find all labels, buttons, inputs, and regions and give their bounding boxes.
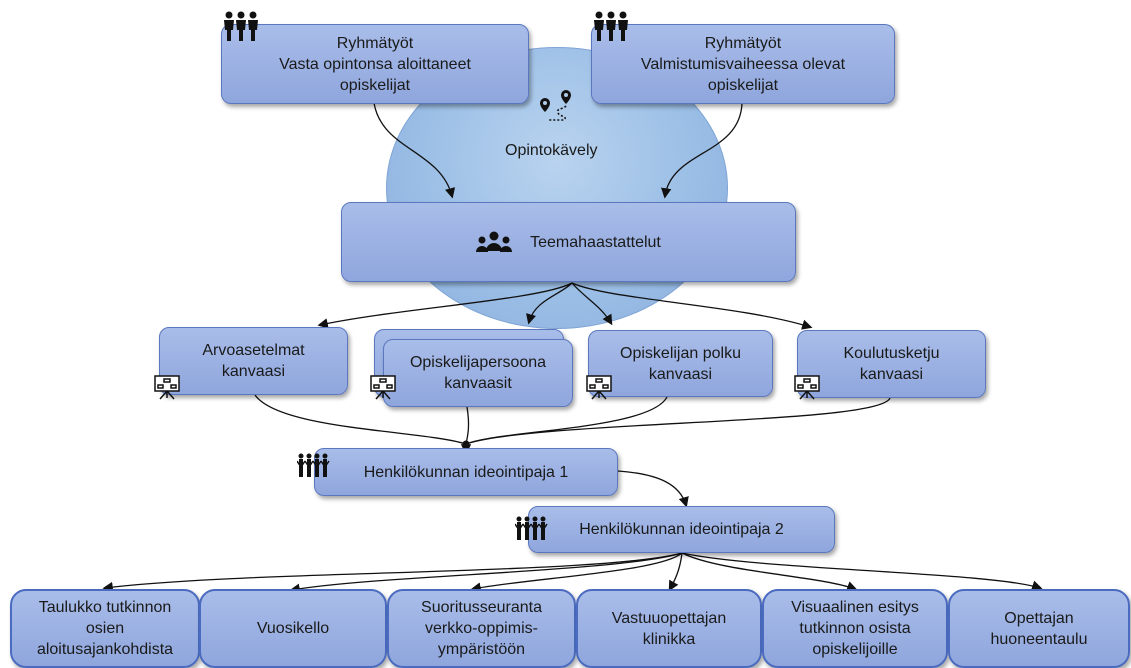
edge-group2-interviews — [661, 102, 743, 199]
staff-workshop-1: Henkilökunnan ideointipaja 1 — [314, 448, 618, 496]
output-schedule-table-label: Taulukko tutkinnon osien aloitusajankohd… — [36, 599, 174, 658]
output-teacher-clinic-label: Vastuuopettajan klinikka — [611, 609, 727, 648]
canvas-student-persona-label: Opiskelijapersoona kanvaasit — [409, 354, 547, 392]
output-progress-tracking-label: Suoritusseuranta verkko-oppimis- ympäris… — [421, 599, 542, 658]
output-teacher-clinic: Vastuuopettajan klinikka — [576, 589, 762, 668]
study-walk-label: Opintokävely — [505, 142, 598, 159]
output-progress-tracking: Suoritusseuranta verkko-oppimis- ympäris… — [387, 589, 576, 668]
output-visual-presentation-label: Visuaalinen esitys tutkinnon osista opis… — [791, 599, 919, 658]
route-map-icon — [540, 90, 571, 121]
groupwork-new-students-label: Ryhmätyöt Vasta opintonsa aloittaneet op… — [279, 34, 471, 94]
edge-interviews-canvas4 — [571, 282, 813, 330]
edge-canvas4-workshop1 — [465, 397, 891, 445]
canvas-value-proposition-label: Arvoasetelmat kanvaasi — [202, 342, 305, 380]
people-meeting-icon — [476, 231, 513, 252]
staff-workshop-2: Henkilökunnan ideointipaja 2 — [528, 506, 835, 553]
edge-canvas2-workshop1 — [465, 406, 470, 445]
canvas-student-path: Opiskelijan polku kanvaasi — [588, 330, 773, 397]
merge-dot — [462, 440, 470, 448]
edge-interviews-canvas3 — [571, 282, 613, 326]
crowd-icon — [515, 516, 548, 540]
canvas-education-chain-label: Koulutusketju kanvaasi — [843, 345, 940, 383]
interviews-label: Teemahaastattelut — [530, 233, 661, 251]
groupwork-new-students: Ryhmätyöt Vasta opintonsa aloittaneet op… — [221, 24, 529, 104]
edge-workshop2-output2 — [289, 552, 683, 594]
people-group-icon — [594, 11, 628, 41]
edge-workshop2-output5 — [681, 552, 858, 592]
edge-group1-interviews — [373, 102, 456, 199]
groupwork-graduating-students-label: Ryhmätyöt Valmistumisvaiheessa olevat op… — [640, 34, 846, 94]
groupwork-graduating-students: Ryhmätyöt Valmistumisvaiheessa olevat op… — [591, 24, 895, 104]
canvas-value-proposition: Arvoasetelmat kanvaasi — [159, 327, 348, 395]
output-teacher-wall-chart-label: Opettajan huoneentaulu — [990, 609, 1088, 648]
edge-interviews-canvas2 — [526, 282, 573, 325]
edge-interviews-canvas1 — [317, 282, 573, 329]
interviews-box: Teemahaastattelut — [341, 202, 796, 282]
edge-workshop2-output6 — [681, 552, 1043, 591]
edge-workshop2-output1 — [102, 552, 683, 593]
staff-workshop-2-label: Henkilökunnan ideointipaja 2 — [579, 521, 784, 538]
people-group-icon — [224, 11, 258, 41]
presentation-board-icon — [794, 375, 820, 400]
staff-workshop-1-label: Henkilökunnan ideointipaja 1 — [363, 463, 569, 481]
canvas-education-chain: Koulutusketju kanvaasi — [797, 330, 986, 398]
canvas-student-persona: Opiskelijapersoona kanvaasit — [383, 339, 573, 407]
presentation-board-icon — [154, 375, 180, 400]
output-visual-presentation: Visuaalinen esitys tutkinnon osista opis… — [762, 589, 948, 668]
output-schedule-table: Taulukko tutkinnon osien aloitusajankohd… — [10, 589, 200, 668]
presentation-board-icon — [586, 375, 612, 400]
output-annual-clock-label: Vuosikello — [256, 620, 330, 637]
edge-canvas1-workshop1 — [254, 394, 467, 445]
canvas-student-path-label: Opiskelijan polku kanvaasi — [620, 344, 741, 383]
edge-workshop2-output4 — [668, 552, 683, 592]
presentation-board-icon — [370, 375, 396, 400]
edge-workshop2-output3 — [470, 552, 683, 593]
output-teacher-wall-chart: Opettajan huoneentaulu — [948, 589, 1130, 668]
edge-workshop1-workshop2 — [617, 470, 689, 508]
crowd-icon — [297, 453, 330, 477]
output-annual-clock: Vuosikello — [199, 589, 387, 668]
